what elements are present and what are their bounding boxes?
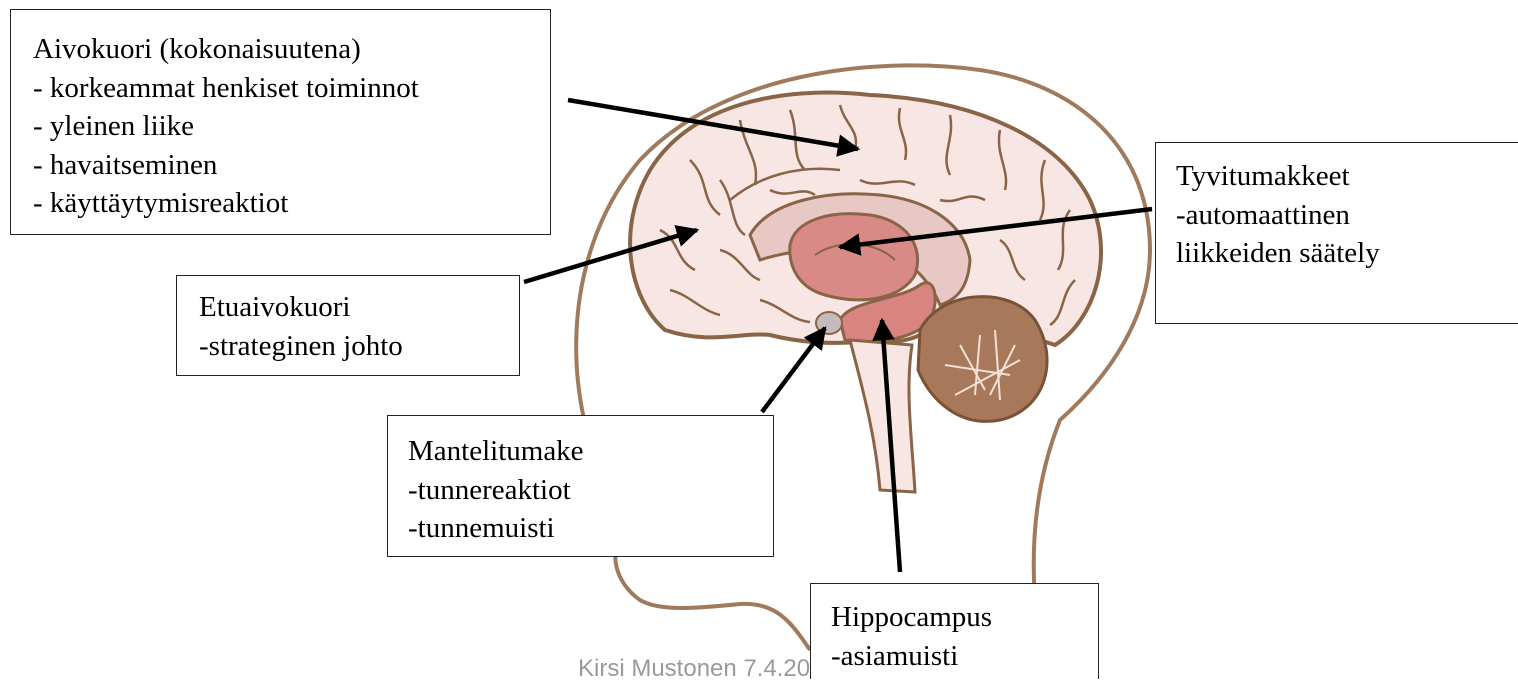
hippocampus-item: -asiamuisti [831,637,1098,676]
etuaivokuori-item: -strateginen johto [199,327,519,366]
hippocampus-title: Hippocampus [831,598,1098,637]
aivokuori-item: - havaitseminen [33,146,550,185]
aivokuori-item: - korkeammat henkiset toiminnot [33,69,550,108]
brainstem [850,340,915,492]
label-etuaivokuori: Etuaivokuori -strateginen johto [176,275,520,376]
label-hippocampus: Hippocampus -asiamuisti [810,583,1099,679]
etuaivokuori-title: Etuaivokuori [199,288,519,327]
label-tyvitumakkeet: Tyvitumakkeet -automaattinen liikkeiden … [1155,142,1518,324]
tyvitumakkeet-title: Tyvitumakkeet [1176,157,1518,196]
amygdala-shape [816,312,842,334]
label-mantelitumake: Mantelitumake -tunnereaktiot -tunnemuist… [387,415,774,557]
mantelitumake-item: -tunnemuisti [408,509,773,548]
label-aivokuori: Aivokuori (kokonaisuutena) - korkeammat … [10,9,551,235]
mantelitumake-item: -tunnereaktiot [408,471,773,510]
aivokuori-item: - yleinen liike [33,107,550,146]
tyvitumakkeet-item: liikkeiden säätely [1176,234,1518,273]
basal-ganglia [790,214,918,300]
tyvitumakkeet-item: -automaattinen [1176,196,1518,235]
cerebellum [918,297,1047,422]
aivokuori-title: Aivokuori (kokonaisuutena) [33,30,550,69]
mantelitumake-title: Mantelitumake [408,432,773,471]
aivokuori-item: - käyttäytymisreaktiot [33,184,550,223]
